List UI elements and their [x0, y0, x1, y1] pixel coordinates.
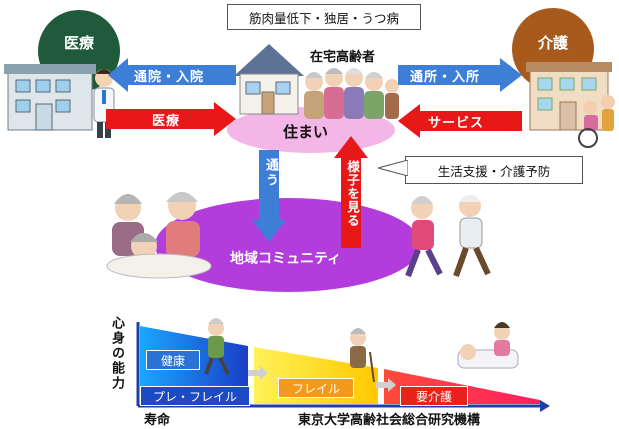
stage-care: 要介護 [400, 386, 468, 406]
arrow-visit-hospital [108, 58, 236, 92]
care-facility-illustration [526, 62, 615, 148]
stage-healthy-text: 健康 [160, 353, 185, 368]
stage-frail: フレイル [278, 378, 354, 398]
house-illustration [234, 44, 304, 115]
care-service-label: サービス [428, 116, 485, 131]
support-text: 生活支援・介護予防 [437, 163, 551, 179]
hospital-illustration [4, 64, 115, 138]
risk-factors-box: 筋肉量低下・独居・うつ病 [227, 4, 421, 30]
watch-over-label: 様子を見る [345, 160, 360, 228]
arrow-medical-service [106, 102, 236, 136]
support-box: 生活支援・介護予防 [405, 156, 583, 184]
stage-care-text: 要介護 [415, 389, 452, 404]
visit-hospital-label: 通院・入院 [134, 70, 205, 85]
stage-frail-text: フレイル [291, 381, 340, 396]
support-pointer [378, 160, 408, 176]
community-label: 地域コミュニティ [230, 251, 342, 267]
risk-factors-text: 筋肉量低下・独居・うつ病 [248, 10, 399, 26]
frailty-figures [204, 318, 519, 383]
arrow-care-service [398, 104, 522, 138]
commute-label: 通う [263, 158, 278, 188]
elderly-table-illustration [106, 192, 212, 279]
arrow-commute [252, 150, 286, 242]
medical-service-label: 医療 [152, 114, 181, 129]
credit-text: 東京大学高齢社会総合研究機構 [298, 413, 481, 428]
elderly-group-illustration [304, 68, 399, 119]
medical-label: 医療 [63, 33, 94, 52]
frailty-x-axis-label: 寿命 [144, 413, 171, 428]
frailty-y-axis-label: 心身の能力 [109, 316, 124, 391]
care-label: 介護 [537, 33, 568, 52]
arrow-watch-over [334, 136, 368, 248]
stage-pre-frail-text: プレ・フレイル [152, 389, 237, 404]
housing-label: 住まい [283, 123, 329, 141]
stage-pre-frail: プレ・フレイル [140, 386, 250, 406]
walking-elderly-illustration [405, 195, 491, 278]
stage-healthy: 健康 [146, 350, 200, 370]
day-care-label: 通所・入所 [410, 70, 481, 85]
home-elderly-label: 在宅高齢者 [310, 50, 376, 65]
arrow-day-care [398, 58, 522, 92]
